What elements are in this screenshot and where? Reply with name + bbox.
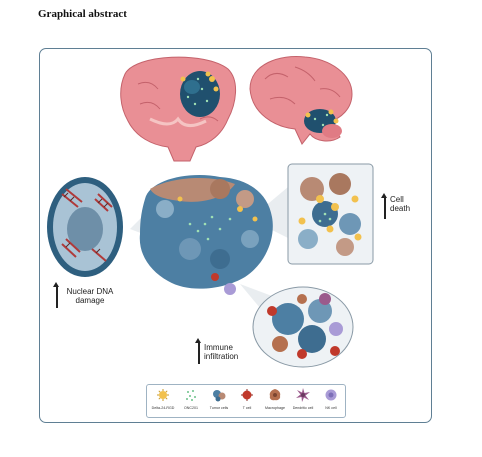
legend: Delta-24-RGD ONC201 Tumor cells T cell M… [146,384,346,418]
dna-damage-label-line2: damage [75,296,105,305]
increase-arrow-icon [195,338,201,364]
cell-death-label-line2: death [390,204,411,213]
sagittal-brain-icon [249,55,353,145]
cell-death-label-line1: Cell [390,195,404,204]
dna-damage-label: Nuclear DNA damage [60,287,120,305]
legend-label: NK cell [325,406,337,410]
dendritic-cell-icon [296,388,310,402]
legend-label: Macrophage [265,406,285,410]
legend-label: Delta-24-RGD [151,406,175,410]
legend-item: Dendritic cell [291,385,315,419]
legend-item: ONC201 [179,385,203,419]
immune-infiltration-inset [252,286,354,368]
immune-infiltration-label-line1: Immune [204,343,233,352]
dna-damage-label-line1: Nuclear DNA [66,287,114,296]
legend-item: Macrophage [263,385,287,419]
abstract-illustration [47,55,374,368]
virus-icon [157,389,169,401]
increase-arrow-icon [53,282,59,308]
increase-arrow-icon [381,193,387,219]
legend-item: NK cell [319,385,343,419]
nucleus-dna-damage-icon [47,177,123,277]
tumor-cells-icon [213,390,226,402]
nk-cell-icon [325,389,337,401]
legend-item: Tumor cells [207,385,231,419]
page-title: Graphical abstract [38,8,127,20]
legend-item: T cell [235,385,259,419]
tumor-mass-icon [139,175,273,295]
immune-infiltration-label: Immune infiltration [204,343,238,361]
legend-label: ONC201 [184,406,198,410]
drug-dots-icon [186,390,196,401]
legend-label: Tumor cells [209,406,229,410]
t-cell-icon [241,389,253,401]
cell-death-inset [287,163,374,265]
immune-infiltration-label-line2: infiltration [204,352,239,361]
cell-death-label: Cell death [390,195,410,213]
legend-label: Dendritic cell [292,406,314,410]
graphical-abstract-panel: Cell death Nuclear DNA damage Immune inf… [39,48,432,423]
coronal-brain-section-icon [120,56,236,162]
legend-item: Delta-24-RGD [151,385,175,419]
macrophage-icon [269,389,281,401]
legend-label: T cell [242,406,252,410]
